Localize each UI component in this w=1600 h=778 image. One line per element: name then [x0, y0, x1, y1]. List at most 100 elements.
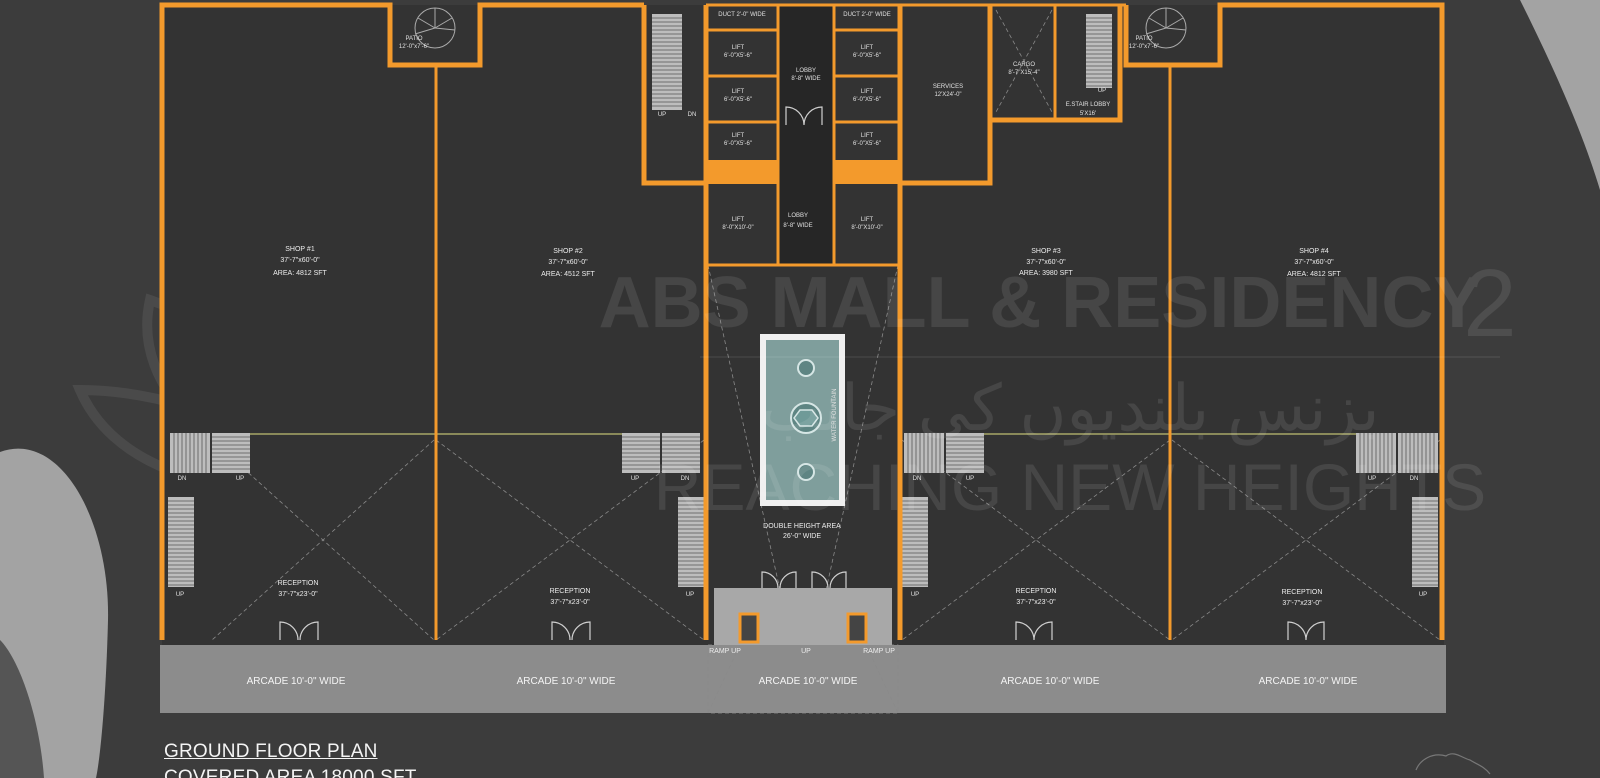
covered-area-label: COVERED AREA 18000 SFT	[164, 767, 417, 778]
shop-dims: 37'-7"x60'-0"	[1294, 259, 1334, 266]
lift-label: LIFT	[861, 217, 874, 223]
svg-text:UP: UP	[176, 592, 184, 598]
shop-name: SHOP #3	[1031, 248, 1061, 255]
ramp-right	[846, 612, 868, 644]
reception-dims: 37'-7"x23'-0"	[550, 599, 590, 606]
lift-label: LIFT	[732, 89, 745, 95]
estair-dims: 5'X16'	[1080, 111, 1096, 117]
fountain-jet-icon	[797, 359, 815, 377]
shop-dims: 37'-7"x60'-0"	[280, 257, 320, 264]
lobby-corridor	[778, 5, 834, 265]
shop-2-labels: SHOP #2 37'-7"x60'-0" AREA: 4512 SFT REC…	[541, 248, 595, 606]
arcade-label: ARCADE 10'-0" WIDE	[247, 676, 346, 687]
lobby-label: LOBBY	[788, 213, 808, 219]
lift-dims: 6'-0"X5'-6"	[853, 97, 881, 103]
shop-3-labels: SHOP #3 37'-7"x60'-0" AREA: 3980 SFT REC…	[1016, 248, 1074, 606]
shop-area: AREA: 4812 SFT	[273, 270, 327, 277]
watermark-arabic: بزنس بلندیوں کی جانب	[760, 372, 1379, 446]
reception-label: RECEPTION	[278, 580, 319, 587]
duct-label: DUCT 2'-0" WIDE	[718, 12, 766, 18]
reception-diagonals	[211, 264, 1441, 641]
arcade-label: ARCADE 10'-0" WIDE	[759, 676, 858, 687]
reception-label: RECEPTION	[1282, 589, 1323, 596]
svg-text:UP: UP	[1368, 476, 1376, 482]
svg-text:UP: UP	[658, 112, 666, 118]
shop-area: AREA: 3980 SFT	[1019, 270, 1073, 277]
lift-label: LIFT	[732, 133, 745, 139]
arcade-label: ARCADE 10'-0" WIDE	[1259, 676, 1358, 687]
svg-text:DN: DN	[1410, 476, 1419, 482]
svg-text:UP: UP	[236, 476, 244, 482]
stair-core-estair	[1086, 14, 1112, 88]
reception-dims: 37'-7"x23'-0"	[278, 591, 318, 598]
lift-dims: 8'-0"X10'-0"	[851, 225, 882, 231]
stair-treads	[168, 17, 1438, 586]
reception-label: RECEPTION	[1016, 588, 1057, 595]
double-height-dims: 26'-0" WIDE	[783, 533, 821, 540]
svg-text:UP: UP	[631, 476, 639, 482]
svg-text:DN: DN	[913, 476, 922, 482]
stair-shop3-c	[902, 497, 928, 587]
shop-name: SHOP #2	[553, 248, 583, 255]
decor-shape-right	[1520, 0, 1600, 190]
lift-label: LIFT	[732, 217, 745, 223]
shop-dims: 37'-7"x60'-0"	[1026, 259, 1066, 266]
lobby-dims: 8'-8" WIDE	[783, 223, 812, 229]
stair-shop4-c	[1412, 497, 1438, 587]
watermark-numeral: 2	[1463, 250, 1516, 357]
duct-label: DUCT 2'-0" WIDE	[843, 12, 891, 18]
watermark-tagline: REACHING NEW HEIGHTS	[654, 450, 1486, 524]
reception-dims: 37'-7"x23'-0"	[1282, 600, 1322, 607]
reception-label: RECEPTION	[550, 588, 591, 595]
svg-text:UP: UP	[911, 592, 919, 598]
decor-shape-left-inner	[0, 640, 44, 778]
lift-dims: 6'-0"X5'-6"	[724, 97, 752, 103]
lift-label: LIFT	[861, 89, 874, 95]
stair-shop2-c	[678, 497, 704, 587]
plan-title: GROUND FLOOR PLAN	[164, 741, 378, 762]
fountain-center-icon	[793, 409, 819, 427]
spiral-stair-icon	[414, 7, 456, 49]
lift-label: LIFT	[732, 45, 745, 51]
shop-area: AREA: 4512 SFT	[541, 271, 595, 278]
north-arrow-icon	[1415, 753, 1491, 775]
fountain-label: WATER FOUNTAIN	[832, 389, 838, 442]
shop-name: SHOP #1	[285, 246, 315, 253]
svg-text:DN: DN	[688, 112, 697, 118]
core-labels: DUCT 2'-0" WIDE DUCT 2'-0" WIDE LOBBY 8'…	[399, 12, 1159, 655]
cargo-diagonals	[995, 9, 1053, 113]
shop-area: AREA: 4812 SFT	[1287, 271, 1341, 278]
svg-text:UP: UP	[1098, 88, 1106, 94]
services-dims: 12'X24'-0"	[934, 92, 961, 98]
shop-4-labels: SHOP #4 37'-7"x60'-0" AREA: 4812 SFT REC…	[1282, 248, 1342, 607]
lift-label: LIFT	[861, 133, 874, 139]
door-icons	[279, 106, 1325, 641]
shop-dims: 37'-7"x60'-0"	[548, 259, 588, 266]
services-label: SERVICES	[933, 84, 963, 90]
cargo-label: CARGO	[1013, 62, 1035, 68]
svg-text:DN: DN	[681, 476, 690, 482]
ramp-up-label: RAMP UP	[709, 648, 741, 655]
patio-label: PATIO	[405, 36, 422, 42]
lift-dims: 8'-0"X10'-0"	[722, 225, 753, 231]
arcade-label: ARCADE 10'-0" WIDE	[1001, 676, 1100, 687]
walls	[159, 2, 1445, 640]
cargo-dims: 8'-7"X15'-4"	[1008, 70, 1039, 76]
shop-1-labels: SHOP #1 37'-7"x60'-0" AREA: 4812 SFT REC…	[273, 246, 327, 598]
lift-dims: 6'-0"X5'-6"	[724, 141, 752, 147]
stair-direction-labels: DN UP UP UP DN UP DN UP UP UP DN UP UP D…	[176, 88, 1427, 598]
ramp-left	[738, 612, 760, 644]
water-fountain	[760, 334, 845, 506]
svg-text:UP: UP	[1419, 592, 1427, 598]
spiral-stair-icon	[1145, 7, 1187, 49]
patio-dims: 12'-0"x7'-6"	[1129, 44, 1159, 50]
ramp-up-label: RAMP UP	[863, 648, 895, 655]
lobby-label: LOBBY	[796, 68, 816, 74]
arcade-labels: ARCADE 10'-0" WIDE ARCADE 10'-0" WIDE AR…	[247, 676, 1358, 687]
arcade-strip	[160, 645, 1446, 713]
up-label: UP	[801, 648, 811, 655]
lift-dims: 6'-0"X5'-6"	[853, 141, 881, 147]
patio-dims: 12'-0"x7'-6"	[399, 44, 429, 50]
